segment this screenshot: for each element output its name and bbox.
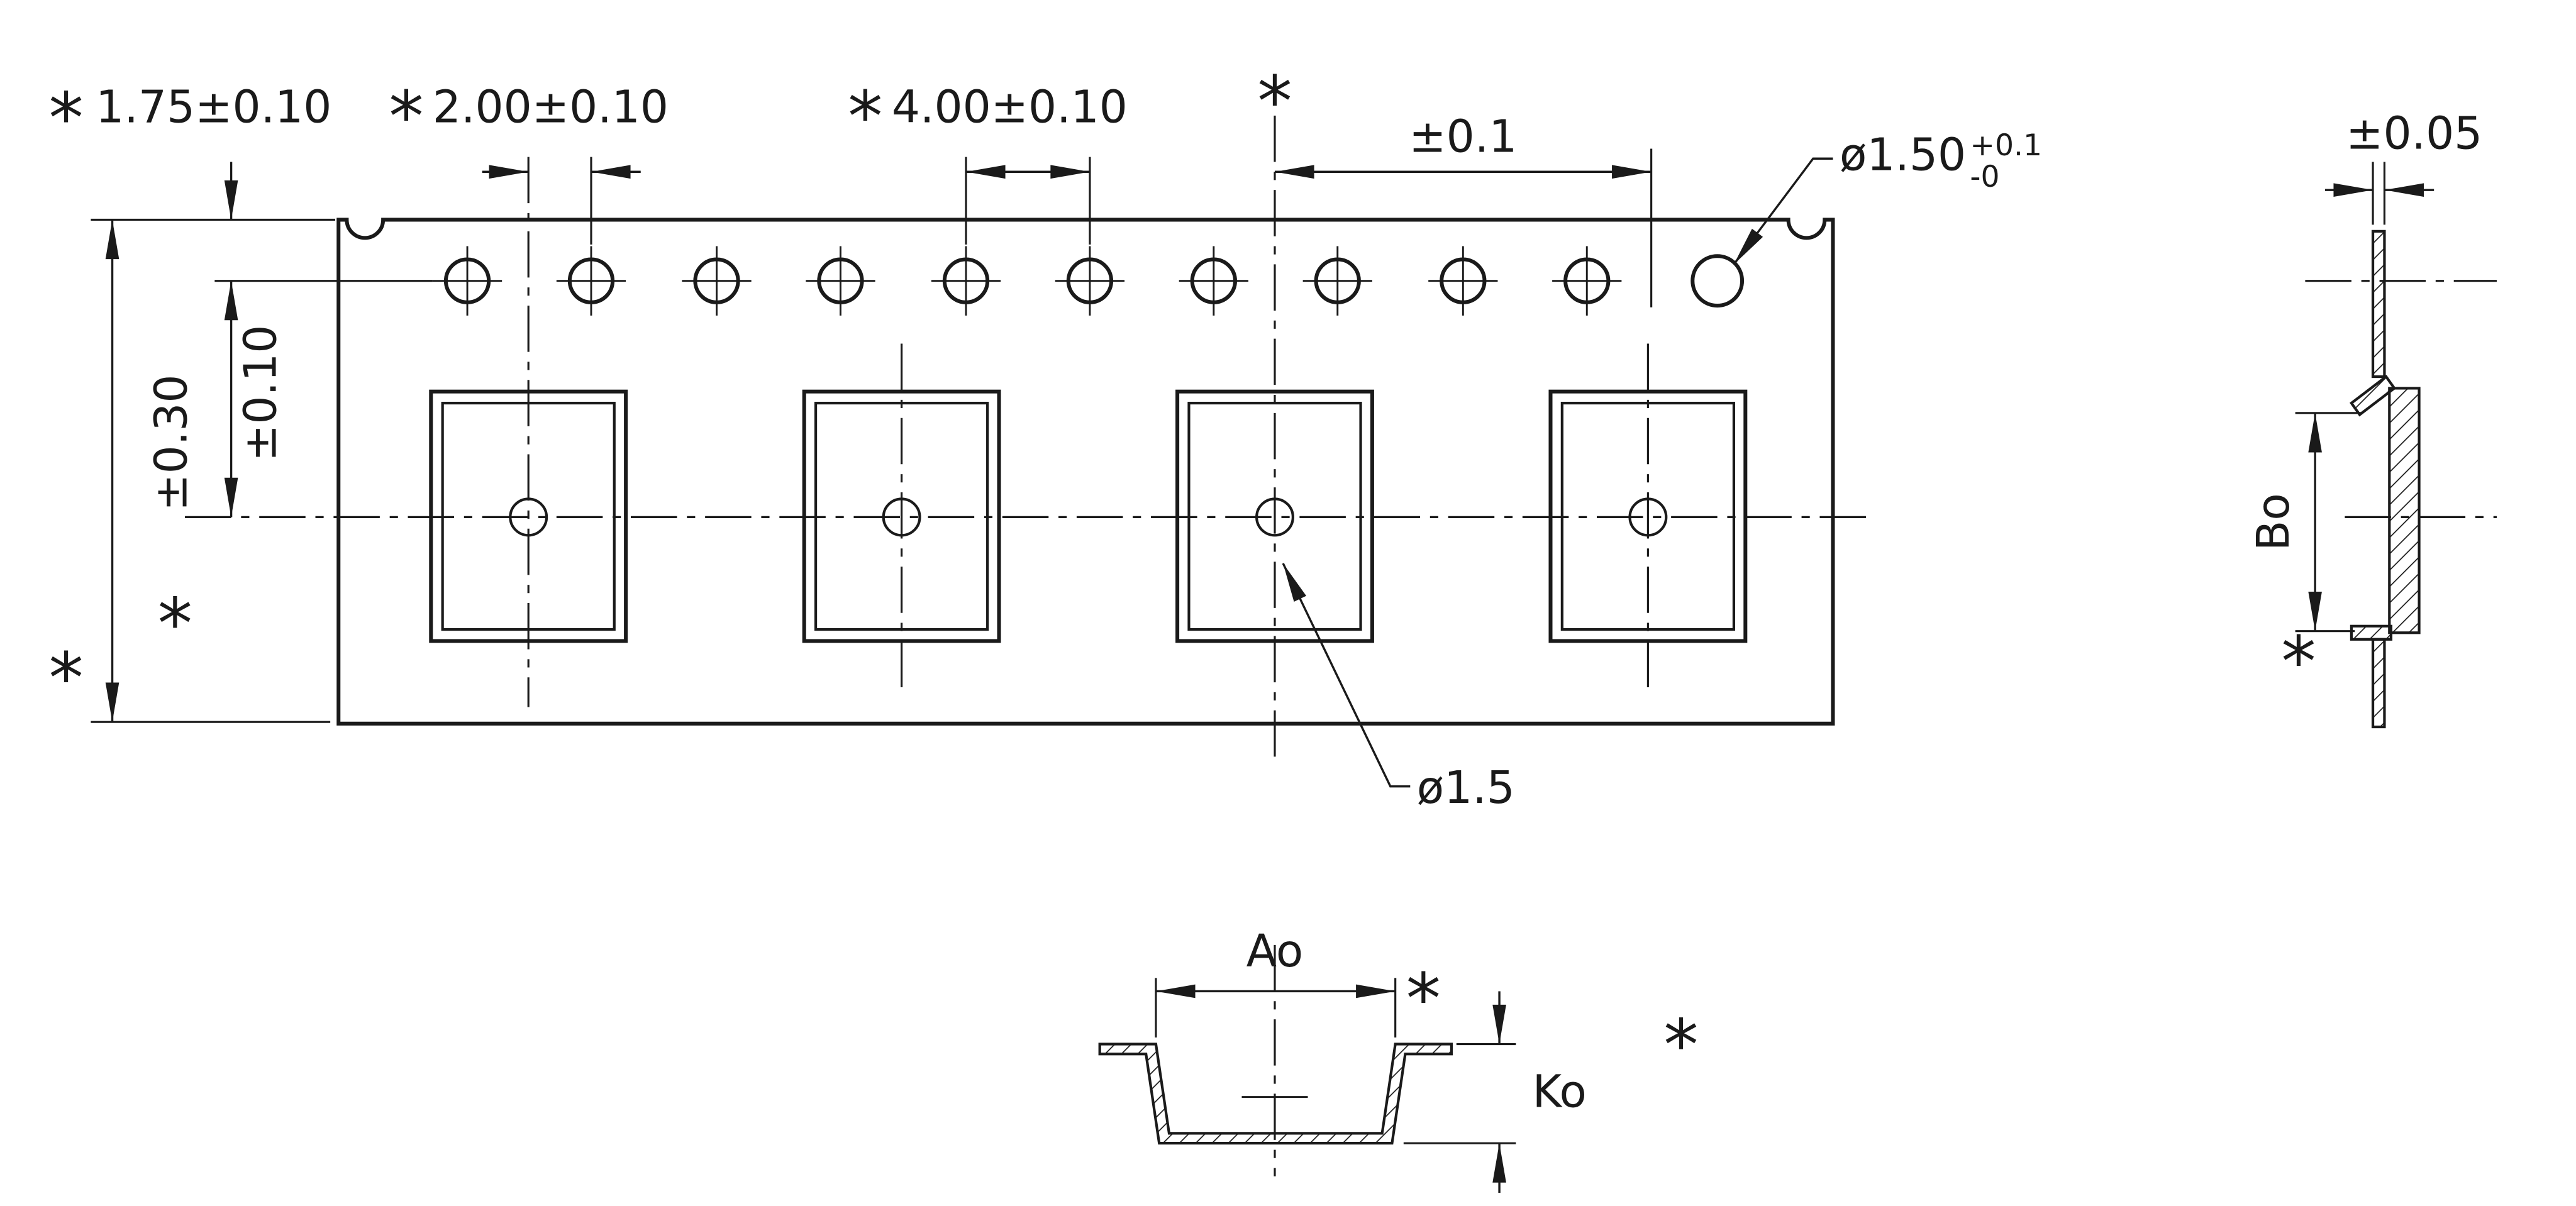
tape-side-view: ±0.05 Bo * — [2247, 107, 2497, 729]
sprocket-hole-diameter-label: ø1.50 — [1840, 129, 1966, 181]
asterisk: * — [158, 584, 192, 665]
dim-sprocket-to-pocket-label: 2.00±0.10 — [433, 80, 669, 133]
pocket — [1548, 389, 1748, 643]
sprocket-hole — [1179, 246, 1248, 316]
asterisk: * — [1406, 959, 1441, 1039]
pocket — [429, 389, 628, 643]
dim-tape-thickness: ±0.05 — [2324, 107, 2482, 225]
sprocket-hole-callout: ø1.50 +0.1 -0 — [1733, 128, 2042, 265]
side-section-material — [2350, 230, 2421, 729]
asterisk: * — [48, 79, 83, 159]
dim-sprocket-pitch-label: 4.00±0.10 — [892, 80, 1128, 133]
pocket — [802, 389, 1001, 643]
dim-ko: Ko * — [1403, 991, 1698, 1193]
sprocket-hole — [556, 246, 626, 316]
dim-cumulative-pitch: * ±0.1 — [1257, 62, 1652, 179]
centerlines — [185, 115, 1875, 763]
side-top-strip — [2371, 230, 2386, 379]
asterisk: * — [48, 639, 83, 719]
asterisk: * — [848, 77, 882, 157]
sprocket-hole — [1552, 246, 1622, 316]
asterisk: * — [389, 77, 423, 157]
dim-bo-label: Bo — [2247, 493, 2299, 551]
dim-ao-label: Ao — [1246, 925, 1304, 977]
tape-outline — [336, 218, 1835, 726]
sprocket-hole-callout-target — [1690, 254, 1745, 308]
dim-ao: Ao * — [1155, 925, 1441, 1039]
dim-edge-to-sprocket: * 1.75±0.10 — [48, 79, 331, 220]
dim-edge-to-sprocket-label: 1.75±0.10 — [96, 80, 331, 133]
dim-cross-tol-label: ±0.10 — [235, 325, 287, 462]
tape-top-view: * 1.75±0.10 ±0.10 ±0.30 * * * 2.00±0.10 … — [48, 62, 2042, 814]
side-bottom-strip — [2371, 638, 2386, 729]
dim-tape-width-label: ±0.30 — [145, 374, 197, 511]
sprocket-holes — [432, 246, 1745, 316]
dim-bo: Bo * — [2247, 412, 2362, 702]
dim-tape-width: ±0.30 * * — [48, 219, 197, 722]
dim-sprocket-to-pocket: * 2.00±0.10 — [389, 77, 669, 179]
dim-ko-label: Ko — [1533, 1065, 1587, 1117]
side-pocket-wall — [2388, 387, 2421, 634]
dim-sprocket-pitch: * 4.00±0.10 — [848, 77, 1128, 179]
side-bottom-lip — [2350, 624, 2393, 641]
sprocket-hole-tol-plus: +0.1 — [1970, 128, 2042, 163]
sprocket-hole-tol-minus: -0 — [1970, 160, 1999, 194]
pocket-hole-diameter-label: ø1.5 — [1417, 761, 1515, 814]
dim-cumulative-pitch-label: ±0.1 — [1409, 111, 1517, 163]
sprocket-hole — [1302, 246, 1372, 316]
asterisk: * — [1257, 62, 1292, 143]
pocket-section-material — [1098, 1043, 1453, 1145]
pocket-section-view: Ao * Ko * — [1098, 925, 1698, 1193]
sprocket-hole — [1055, 246, 1125, 316]
sprocket-hole — [432, 246, 502, 316]
side-top-lip — [2350, 375, 2397, 417]
extension-lines — [91, 148, 1653, 723]
dim-hole-row-to-pocket-center: ±0.10 — [224, 280, 287, 517]
pocket — [1175, 389, 1374, 643]
pocket-hole-callout: ø1.5 — [1282, 563, 1515, 814]
sprocket-hole — [1428, 246, 1498, 316]
side-centerlines — [2305, 280, 2497, 518]
sprocket-hole — [931, 246, 1001, 316]
dim-tape-thickness-label: ±0.05 — [2346, 107, 2482, 159]
sprocket-hole — [806, 246, 875, 316]
pockets — [429, 389, 1748, 643]
asterisk: * — [1663, 1005, 1698, 1086]
asterisk: * — [2281, 622, 2316, 702]
sprocket-hole — [682, 246, 752, 316]
